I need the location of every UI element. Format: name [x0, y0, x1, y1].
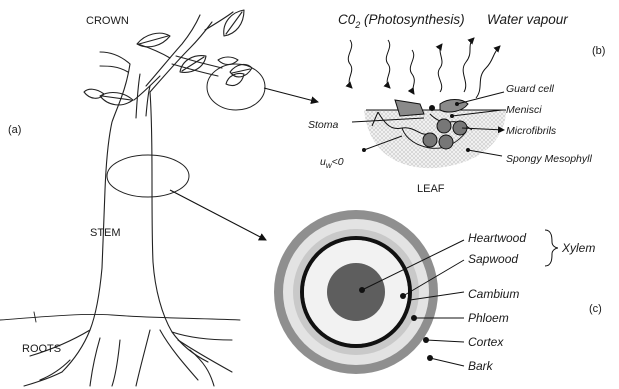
guard-cell-label: Guard cell: [506, 83, 555, 95]
tree-drawing: [0, 10, 252, 386]
panel-a-label: (a): [8, 124, 21, 136]
water-vapour-label: Water vapour: [487, 12, 568, 27]
trunk-left-edge: [62, 64, 130, 372]
ground-line: [0, 314, 240, 320]
microfibril-3: [437, 119, 451, 133]
leaf-cross-section: [348, 38, 506, 168]
bark-leader: [430, 358, 464, 366]
co2-arrow-1: [348, 40, 352, 88]
water-arrow-2: [463, 38, 474, 92]
leaf-top-right: [224, 10, 244, 36]
microfibrils-label: Microfibrils: [506, 125, 557, 137]
guard-cell-left: [395, 100, 424, 116]
sapwood-label: Sapwood: [468, 252, 518, 266]
co2-arrow-2: [386, 40, 390, 88]
water-arrow-3: [476, 46, 500, 98]
xylem-brace: [545, 230, 558, 266]
water-arrow-1: [438, 44, 442, 92]
cortex-label: Cortex: [468, 335, 504, 349]
leaf-right-2: [218, 57, 238, 65]
leaf-label: LEAF: [417, 183, 445, 195]
panel-b-label: (b): [592, 45, 605, 57]
stoma-label: Stoma: [308, 119, 339, 131]
guard-cell-leader: [457, 92, 504, 104]
cambium-label: Cambium: [468, 287, 519, 301]
stem-to-section-arrow: [170, 190, 266, 240]
panel-c-label: (c): [589, 303, 602, 315]
microfibril-1: [423, 133, 437, 147]
stem-zoom-ellipse: [107, 155, 189, 197]
roots-label: ROOTS: [22, 343, 61, 355]
xylem-label: Xylem: [561, 241, 595, 255]
cortex-leader: [426, 340, 464, 342]
trunk-right-edge: [150, 92, 208, 362]
stoma-dot: [429, 105, 435, 111]
upper-twig: [205, 12, 233, 30]
crown-label: CROWN: [86, 15, 129, 27]
left-branch: [100, 52, 130, 72]
leaf-right-4: [226, 73, 244, 85]
menisci-label: Menisci: [506, 104, 542, 116]
bark-label: Bark: [468, 359, 494, 373]
crown-zoom-ellipse: [207, 64, 265, 110]
microfibril-2: [439, 135, 453, 149]
left-twigs: [134, 44, 170, 100]
uw-label: uw<0: [320, 156, 344, 170]
leaf-lower-left: [84, 89, 104, 98]
co2-label: C02 (Photosynthesis): [338, 12, 465, 30]
heartwood-label: Heartwood: [468, 231, 526, 245]
heartwood-core: [327, 263, 385, 321]
stem-label: STEM: [90, 227, 121, 239]
leaf-mid-left: [100, 93, 133, 105]
crown-to-leaf-arrow: [264, 88, 318, 102]
co2-arrow-3: [410, 50, 414, 94]
spongy-mesophyll-label: Spongy Mesophyll: [506, 153, 592, 165]
phloem-label: Phloem: [468, 311, 509, 325]
